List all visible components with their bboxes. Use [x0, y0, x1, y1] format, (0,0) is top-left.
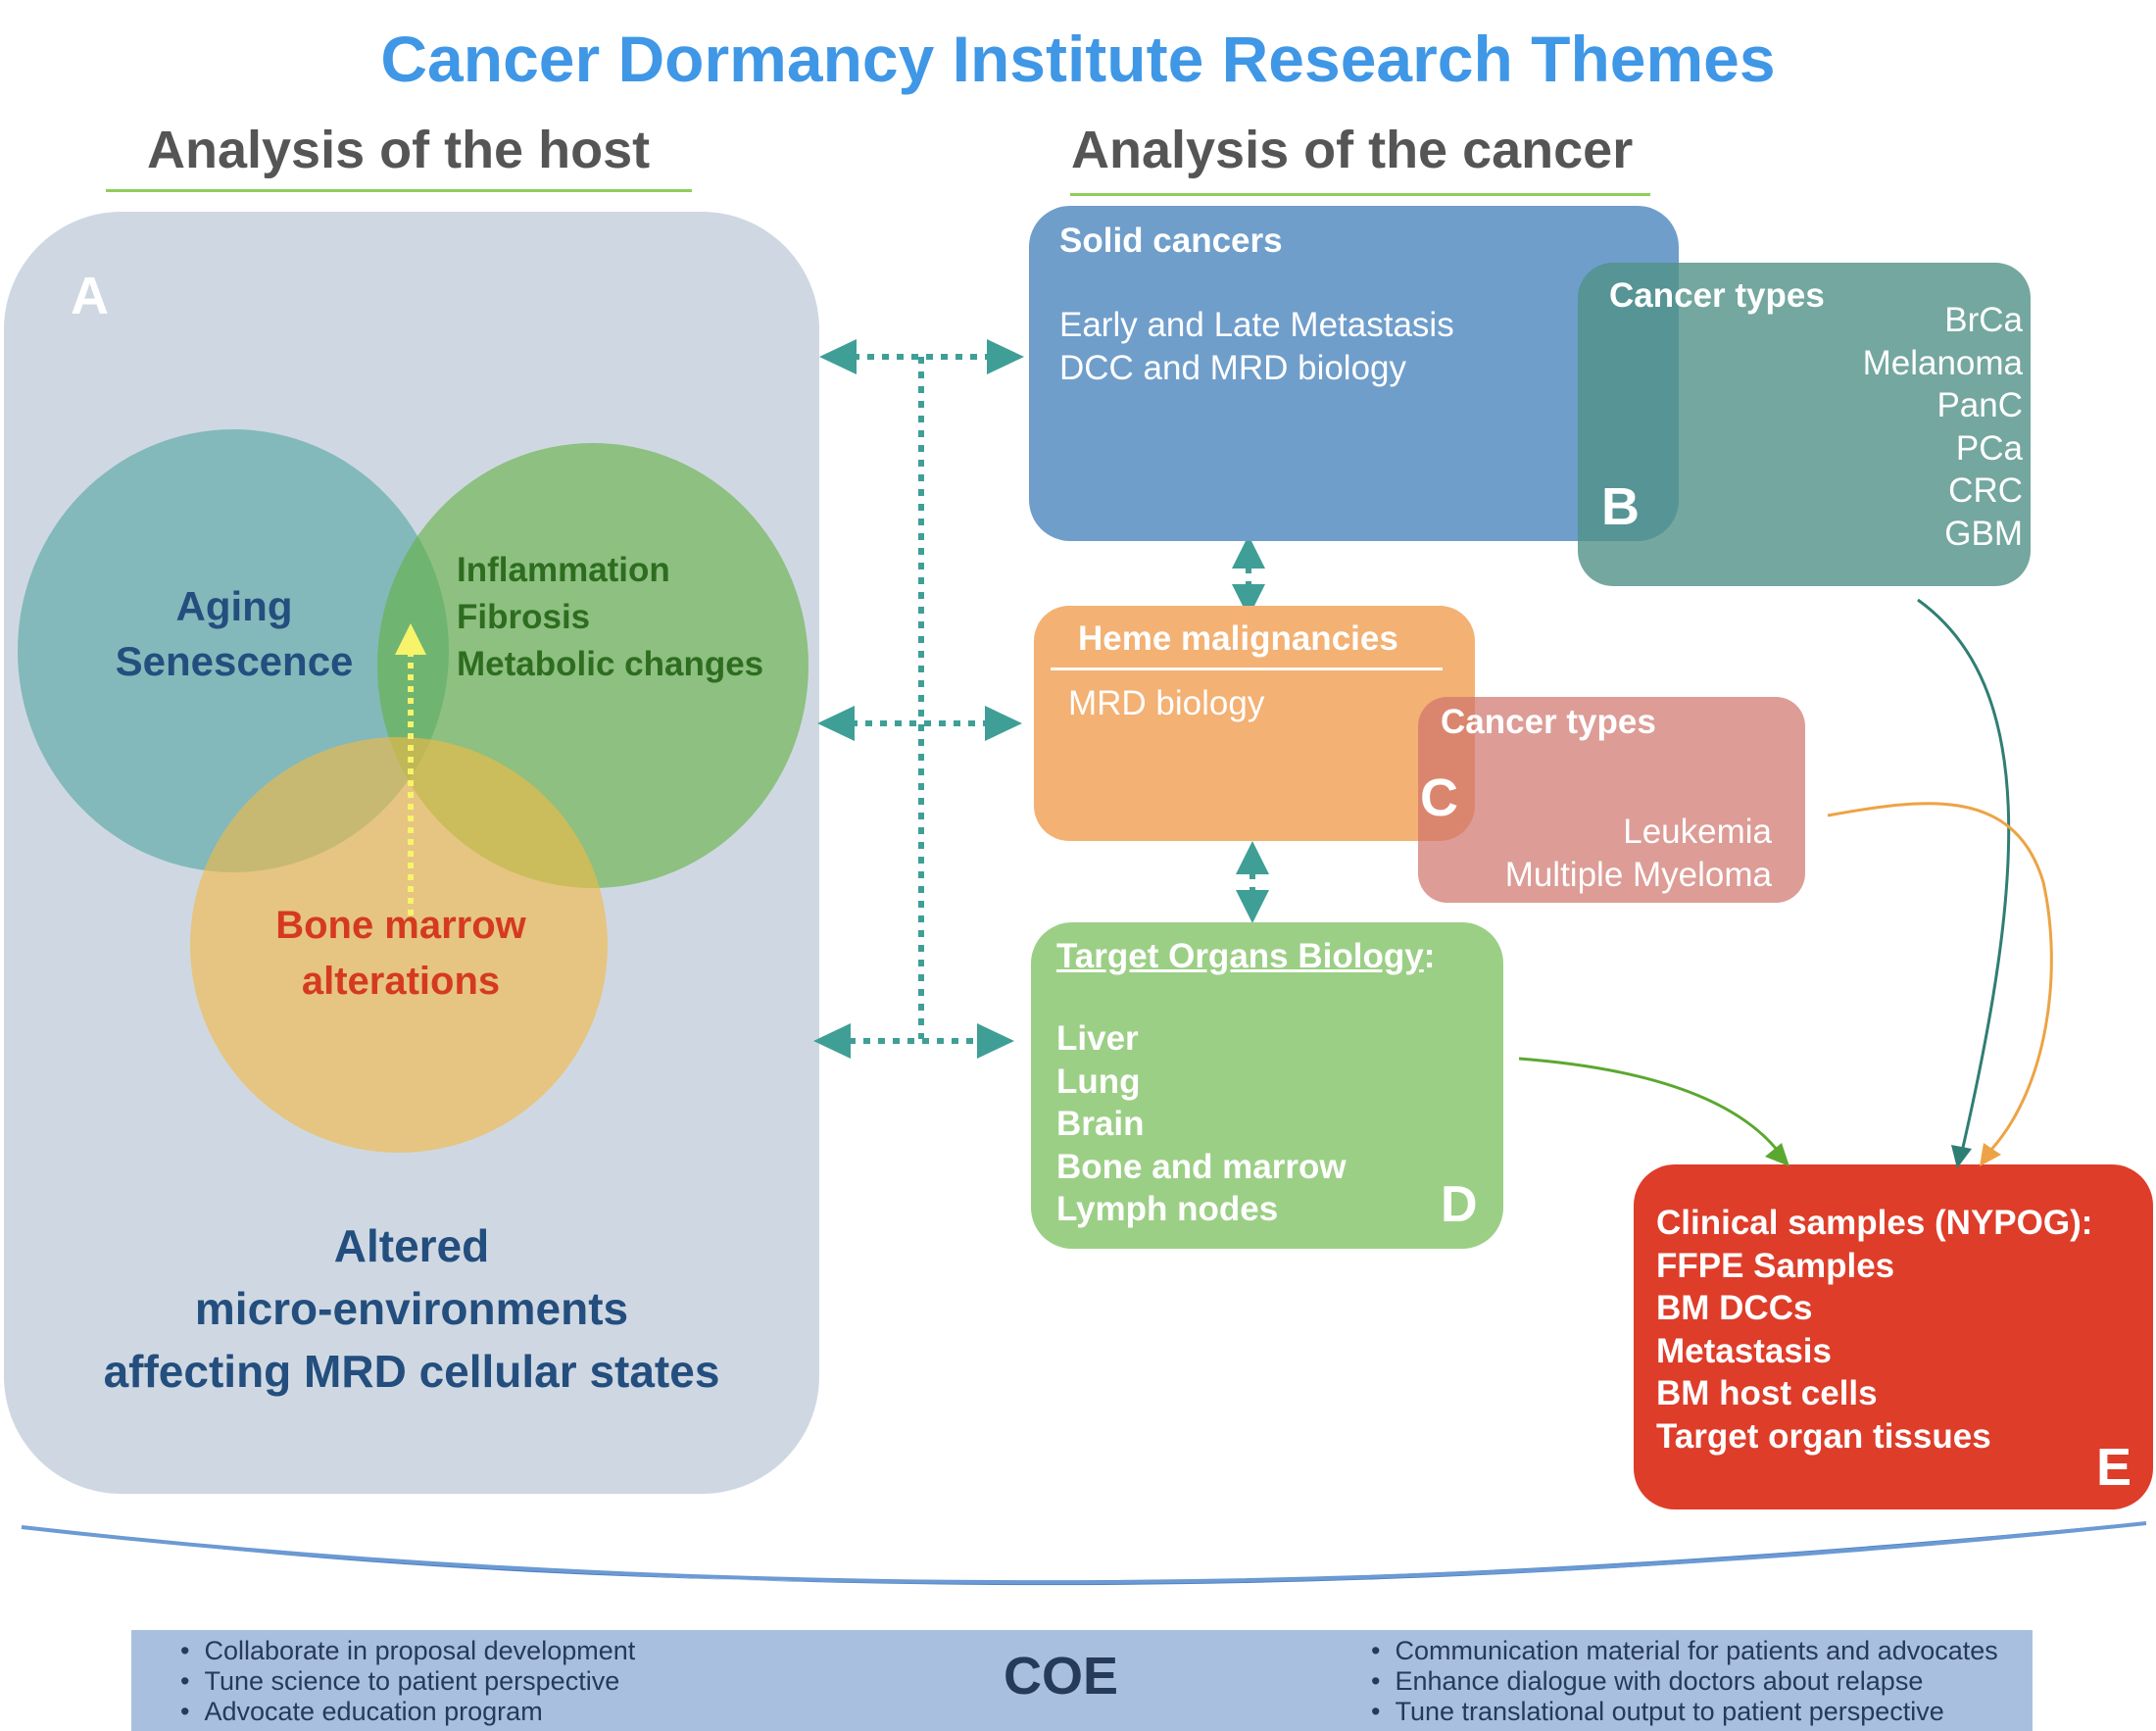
upward-dotted-arrow [395, 623, 426, 915]
panel-c-letter: C [1420, 768, 1458, 827]
target-organs-list: Liver Lung Brain Bone and marrow Lymph n… [1056, 1019, 1347, 1228]
panel-d-letter: D [1441, 1176, 1478, 1233]
solid-cancers-box: Solid cancers Early and Late Metastasis … [1029, 206, 1679, 541]
heme-cancer-types-box: Cancer types C Leukemia Multiple Myeloma [1418, 697, 1805, 903]
panel-e-letter: E [2096, 1438, 2132, 1497]
aging-label: Aging Senescence [115, 583, 354, 684]
coe-bar: Collaborate in proposal development Tune… [131, 1630, 2033, 1731]
heme-malignancies-box: Heme malignancies MRD biology [1034, 606, 1475, 841]
list-item: Enhance dialogue with doctors about rela… [1371, 1666, 1998, 1697]
solid-cancer-types-title: Cancer types [1609, 276, 1825, 315]
host-heading: Analysis of the host [147, 121, 651, 179]
solid-cancer-types-box: Cancer types BrCa Melanoma PanC PCa CRC … [1578, 263, 2031, 586]
list-item: Collaborate in proposal development [180, 1636, 635, 1666]
target-organs-title: Target Organs Biology: [1056, 937, 1436, 975]
list-item: Tune science to patient perspective [180, 1666, 635, 1697]
bone-marrow-label: Bone marrow alterations [275, 904, 526, 1003]
heme-title: Heme malignancies [1078, 619, 1398, 658]
list-item: Communication material for patients and … [1371, 1636, 1997, 1666]
target-organs-box: Target Organs Biology: Liver Lung Brain … [1031, 922, 1503, 1249]
heme-title-underline [1051, 668, 1443, 670]
heme-cancer-types-list: Leukemia Multiple Myeloma [1504, 813, 1772, 894]
solid-cancers-lines: Early and Late Metastasis DCC and MRD bi… [1059, 306, 1454, 387]
host-caption: Altered micro-environments affecting MRD… [103, 1220, 720, 1397]
coe-label: COE [1004, 1647, 1119, 1706]
clinical-samples-list: Clinical samples (NYPOG): FFPE Samples B… [1656, 1204, 2093, 1456]
solid-cancer-types-list: BrCa Melanoma PanC PCa CRC GBM [1862, 301, 2023, 553]
host-heading-underline [106, 189, 692, 192]
panel-b-letter: B [1601, 477, 1640, 536]
list-item: Advocate education program [180, 1697, 635, 1727]
inflammation-label: Inflammation Fibrosis Metabolic changes [457, 551, 764, 683]
panel-a-letter: A [71, 267, 109, 325]
coe-left-bullets: Collaborate in proposal development Tune… [180, 1636, 635, 1727]
coe-right-bullets: Communication material for patients and … [1371, 1636, 1998, 1727]
page-title: Cancer Dormancy Institute Research Theme… [380, 23, 1776, 95]
clinical-samples-box: Clinical samples (NYPOG): FFPE Samples B… [1634, 1164, 2153, 1509]
blue-swoosh [20, 1521, 2151, 1586]
host-panel: A Aging Senescence Inflammation Fibrosis… [4, 212, 819, 1494]
cancer-heading: Analysis of the cancer [1071, 121, 1634, 179]
bone-marrow-circle [190, 737, 608, 1153]
cancer-heading-underline [1070, 193, 1650, 196]
list-item: Tune translational output to patient per… [1371, 1697, 1998, 1727]
heme-cancer-types-title: Cancer types [1441, 703, 1656, 741]
heme-line: MRD biology [1068, 684, 1265, 722]
solid-cancers-title: Solid cancers [1059, 222, 1283, 260]
